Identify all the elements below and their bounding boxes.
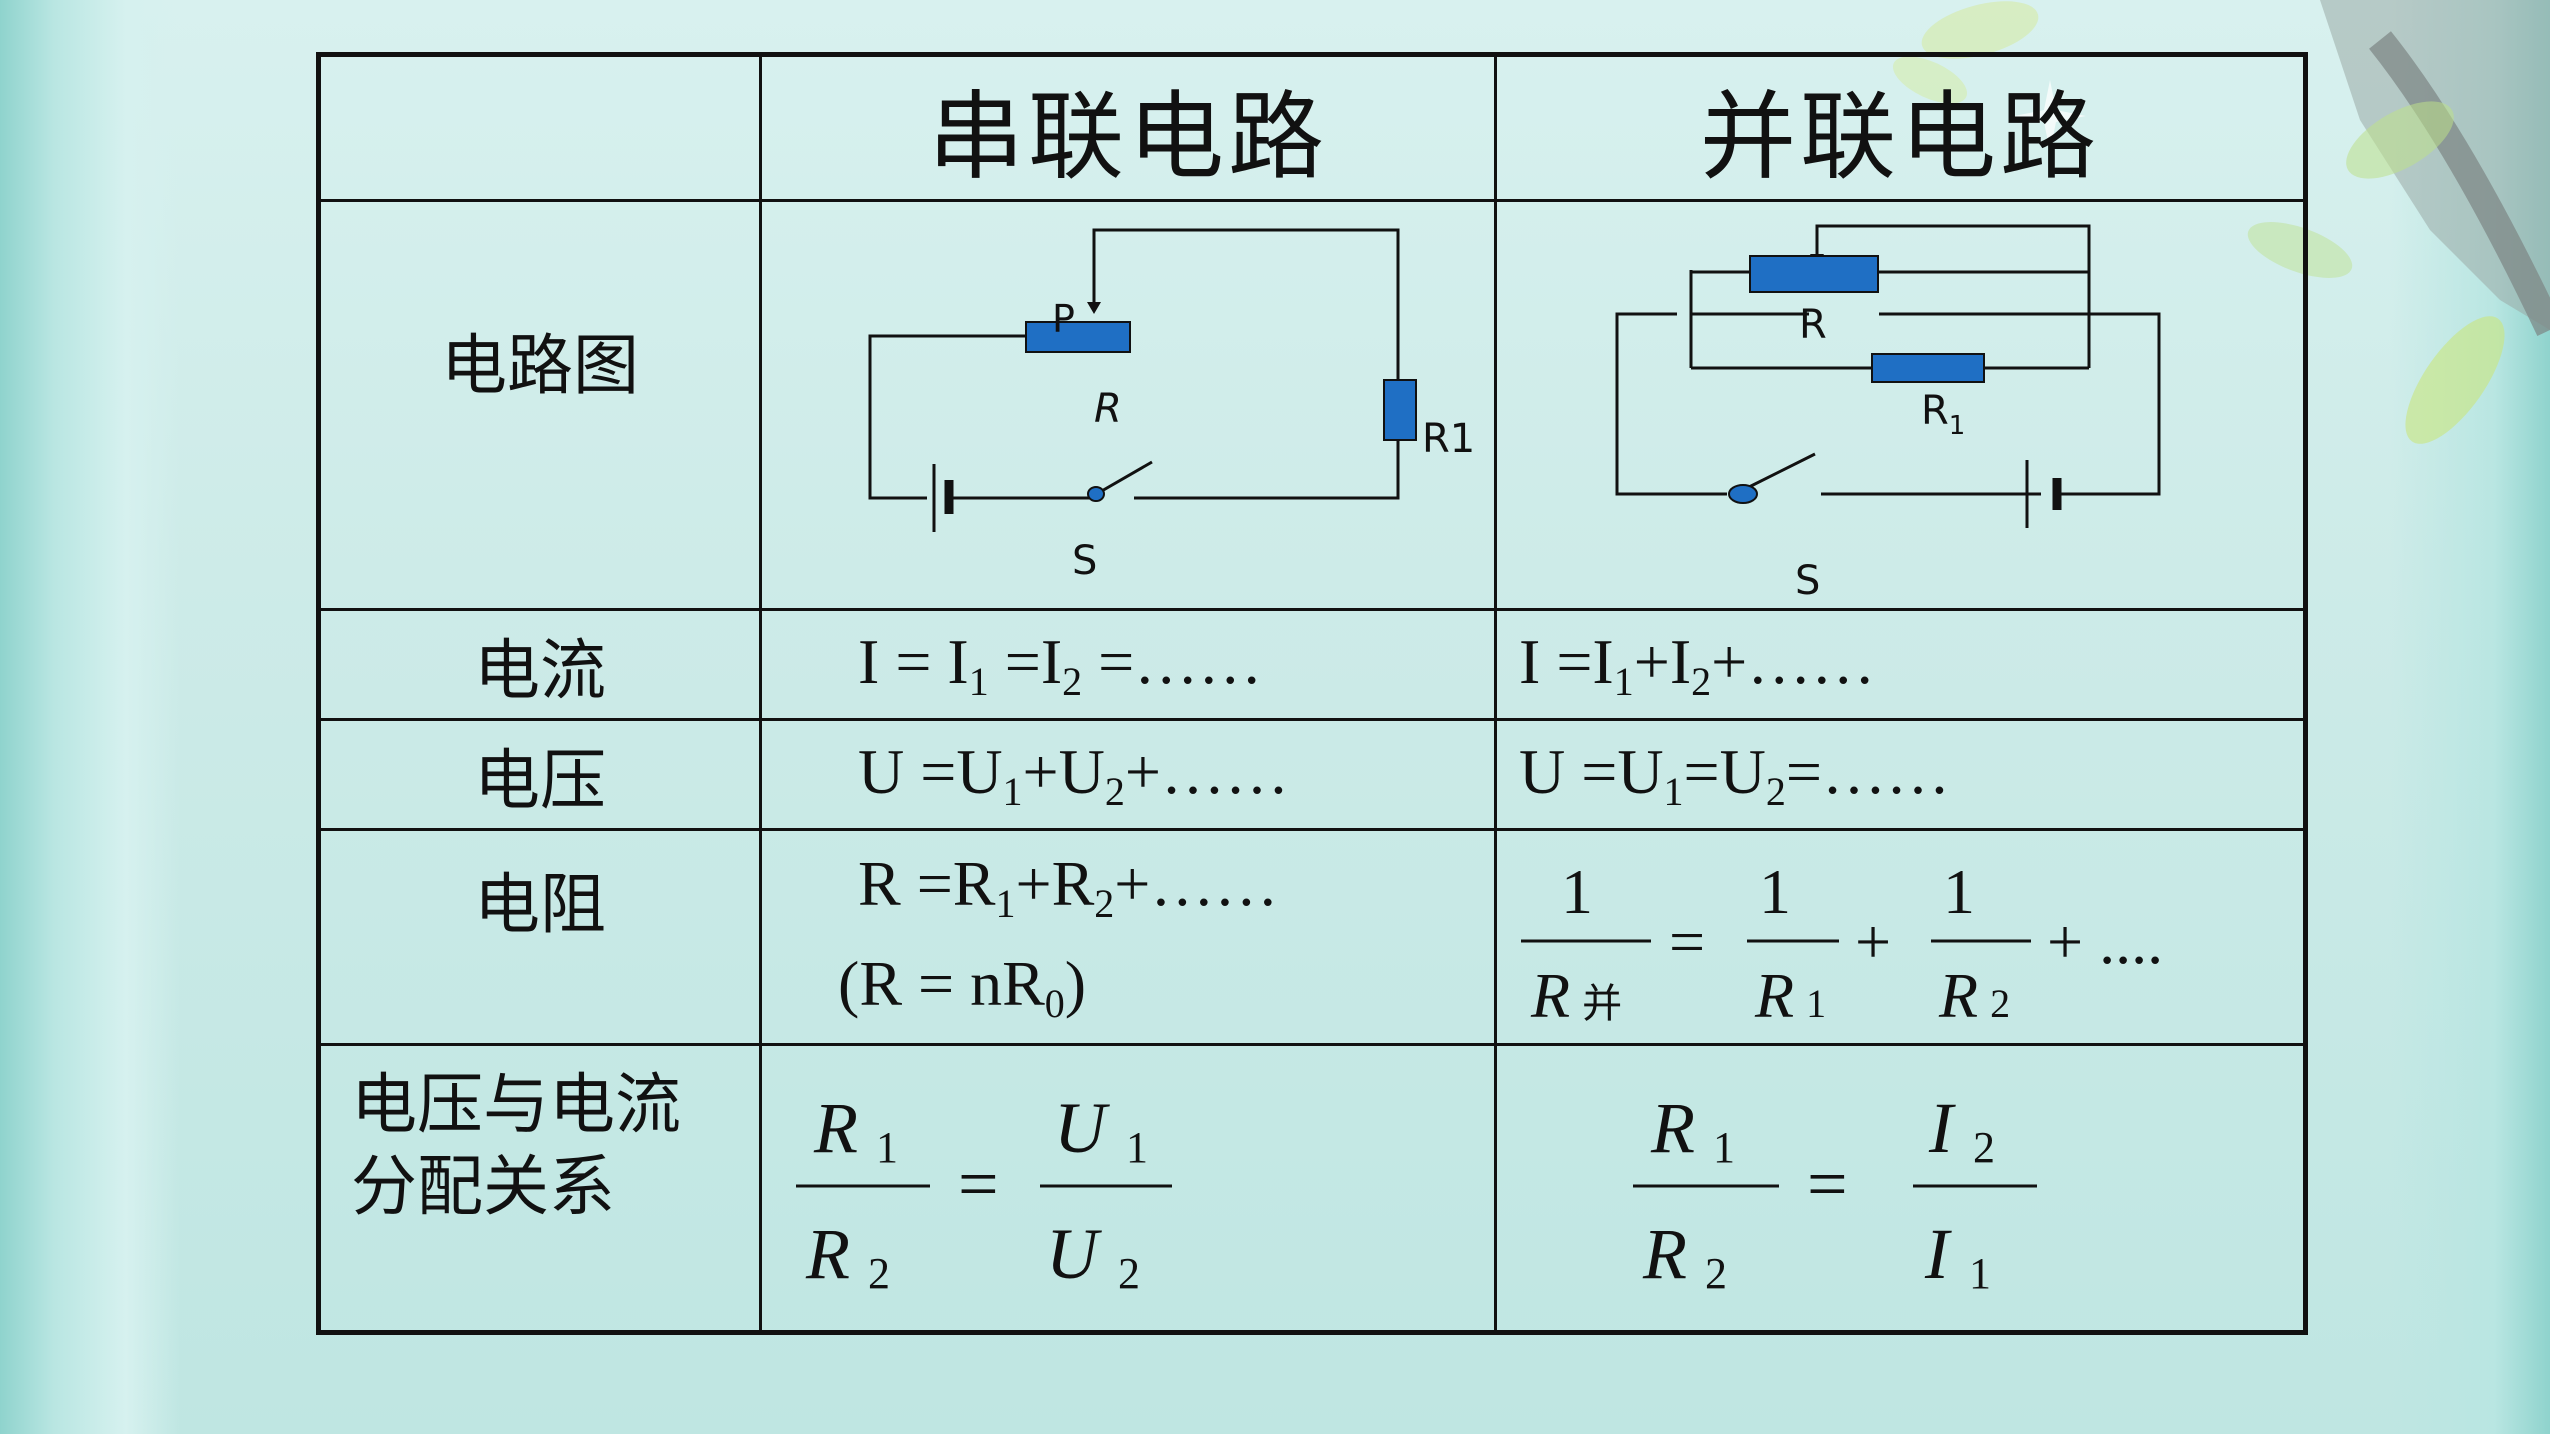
series-current-cell: I = I1 =I2 =…… [759,608,1497,721]
header-row: 串联电路 并联电路 [317,53,2307,202]
series-resistance-formula: R =R1+R2+…… [858,848,1279,926]
equals-sign: = [1669,906,1705,977]
label-r1: R1 [1422,416,1475,462]
row-label-current: 电流 [317,608,762,721]
parallel-circuit-diagram: R R1 S [1615,224,2161,604]
series-resistance-n-formula: (R = nR0) [838,948,1087,1026]
series-circuit-diagram: P R R1 S [868,228,1475,584]
rheostat-resistor-parallel [1749,255,1879,293]
series-circuit-diagram-cell: P R R1 S [759,199,1497,611]
plus-sign: + [1855,906,1891,977]
r1-resistor-parallel [1871,353,1985,383]
label-r-parallel: R [1799,302,1827,348]
current-row: 电流 I = I1 =I2 =…… I =I1+I2+…… [317,608,2307,721]
series-resistance-cell: R =R1+R2+…… (R = nR0) [759,828,1497,1046]
parallel-voltage-formula: U =U1=U2=…… [1519,735,1950,814]
one-numerator-r1: 1 [1759,856,1791,927]
parallel-current-cell: I =I1+I2+…… [1494,608,2307,721]
label-s: S [1072,538,1097,584]
left-decor-band [0,0,180,1434]
diagram-row: 电路图 [317,199,2307,611]
one-numerator-r2: 1 [1943,856,1975,927]
row-label-voltage: 电压 [317,718,762,831]
tail-plus-dots: + .... [2047,906,2163,977]
slider-arrow-icon [1087,302,1101,314]
parallel-voltage-cell: U =U1=U2=…… [1494,718,2307,831]
parallel-ratio-equals: = [1807,1144,1848,1224]
series-voltage-cell: U =U1+U2+…… [759,718,1497,831]
header-empty-cell [317,53,762,202]
label-r1-parallel: R1 [1921,388,1965,441]
series-ratio-equals: = [958,1144,999,1224]
series-current-formula: I = I1 =I2 =…… [858,625,1263,704]
label-s-parallel: S [1795,558,1820,604]
parallel-current-formula: I =I1+I2+…… [1519,625,1876,704]
label-r: R [1094,386,1122,432]
switch-contact-parallel [1728,484,1758,504]
header-parallel-circuit: 并联电路 [1494,53,2307,202]
row-label-distribution: 电压与电流 分配关系 [317,1043,762,1334]
rheostat-resistor [1025,321,1131,353]
row-label-resistance: 电阻 [317,828,762,1046]
circuit-comparison-table: 串联电路 并联电路 电路图 [316,52,2308,1335]
series-voltage-formula: U =U1+U2+…… [858,735,1289,814]
parallel-circuit-diagram-cell: R R1 S [1494,199,2307,611]
switch-contact [1087,486,1105,502]
one-numerator-total: 1 [1561,856,1593,927]
r1-resistor [1383,379,1417,441]
voltage-row: 电压 U =U1+U2+…… U =U1=U2=…… [317,718,2307,831]
distribution-label-line2: 分配关系 [351,1148,615,1225]
header-series-circuit: 串联电路 [759,53,1497,202]
label-p: P [1052,297,1075,341]
row-label-diagram: 电路图 [317,199,762,611]
distribution-label-line1: 电压与电流 [351,1066,681,1143]
